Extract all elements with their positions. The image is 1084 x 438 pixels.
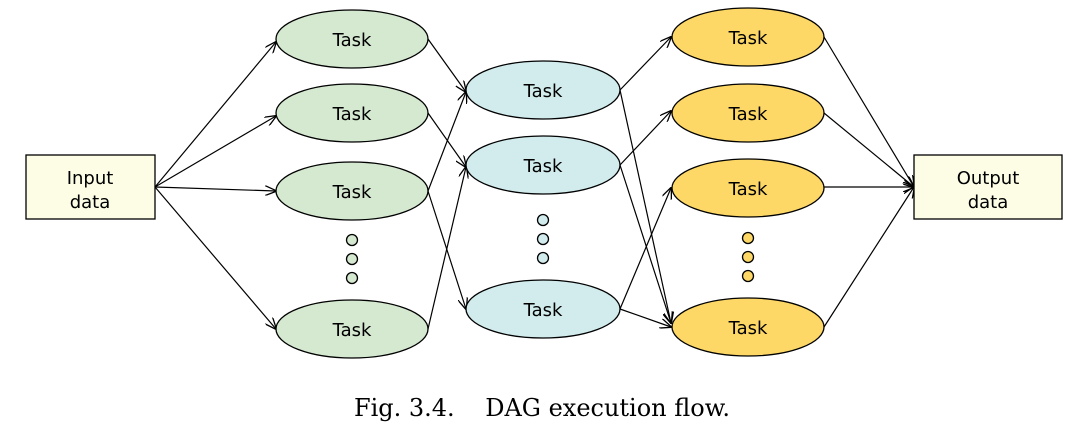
stage-2-tasks: Task Task Task [465,60,621,339]
edge-task2a-task3d [619,89,671,323]
task-node: Task [671,297,825,357]
task-label: Task [332,320,372,341]
task-label: Task [523,300,563,321]
edge-task3b-output [823,112,914,187]
task-node: Task [275,83,429,143]
edge-input-task1c [154,187,276,191]
edge-input-task1b [154,116,276,188]
task-node: Task [275,299,429,359]
task-node: Task [671,83,825,143]
task-node: Task [465,279,621,339]
task-label: Task [332,104,372,125]
stage-1-tasks: Task Task Task Task [275,9,429,359]
task-label: Task [332,182,372,203]
task-label: Task [728,104,768,125]
task-node: Task [465,135,621,195]
edge-task1d-task2b [427,167,466,330]
ellipsis-dots [345,233,359,285]
edge-task1a-task2a [427,38,466,92]
task-node: Task [671,7,825,67]
edge-input-task1d [154,186,276,329]
edge-task3a-output [823,36,914,187]
task-label: Task [728,179,768,200]
edge-task2c-task3d [619,308,671,327]
task-label: Task [728,28,768,49]
input-label-line1: Input [67,168,114,189]
output-data-box: Output data [913,154,1063,220]
task-label: Task [728,318,768,339]
edge-task1c-task2a [427,92,466,192]
ellipsis-dots [536,213,550,265]
edge-task2b-task3b [619,111,671,166]
task-label: Task [523,156,563,177]
edge-task3d-output [823,187,914,328]
task-node: Task [275,9,429,69]
task-label: Task [332,30,372,51]
output-label-line1: Output [957,168,1020,189]
input-label-line2: data [70,192,111,213]
ellipsis-dots [741,231,755,283]
input-data-box: Input data [25,154,156,220]
task-label: Task [523,81,563,102]
task-node: Task [465,60,621,120]
edge-task2a-task3a [619,37,671,91]
edge-task2c-task3c [619,188,671,310]
edge-task2b-task3d [619,164,671,323]
task-node: Task [671,158,825,218]
task-node: Task [275,161,429,221]
edge-input-task1a [154,42,276,188]
figure-caption: Fig. 3.4. DAG execution flow. [354,394,730,422]
output-label-line2: data [968,192,1009,213]
stage-3-tasks: Task Task Task Task [671,7,825,357]
edges [154,36,914,330]
